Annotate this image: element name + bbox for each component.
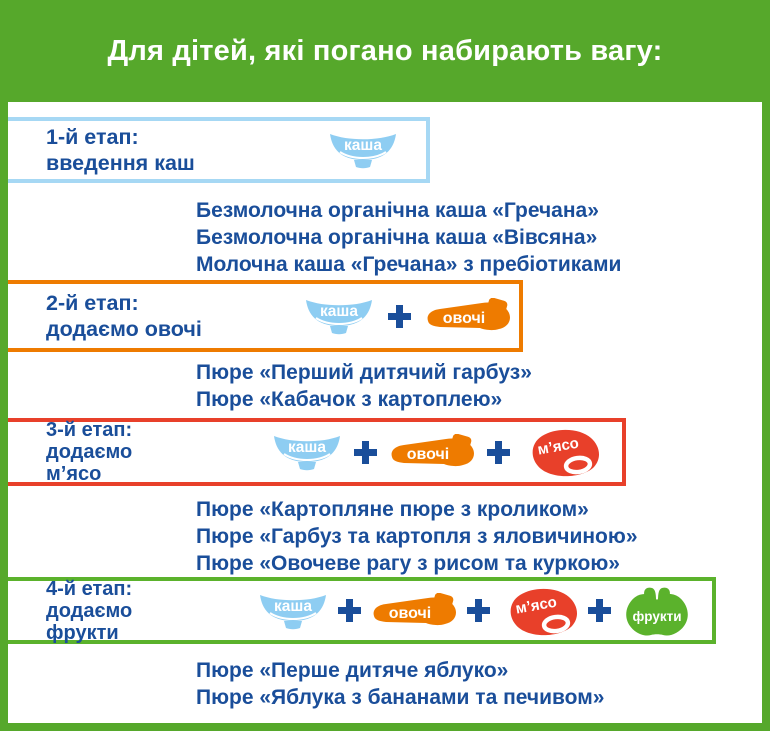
stage-4-label: 4-й етап: додаємо фрукти bbox=[46, 577, 133, 644]
stage-label-line: додаємо овочі bbox=[46, 317, 202, 341]
page-title: Для дітей, які погано набирають вагу: bbox=[107, 34, 663, 67]
icon-label: фрукти bbox=[632, 609, 681, 624]
content-panel: 1-й етап: введення каш каша Безмолочна о… bbox=[8, 102, 762, 723]
stage-2-label: 2-й етап: додаємо овочі bbox=[46, 284, 202, 348]
icon-label: каша bbox=[274, 598, 312, 615]
plus-icon bbox=[487, 440, 510, 464]
stage-1-box: 1-й етап: введення каш каша bbox=[8, 117, 430, 183]
stage-label-line: додаємо bbox=[46, 441, 133, 463]
stage-2-icons: каша овочі bbox=[304, 284, 511, 348]
stage-label-line: 4-й етап: bbox=[46, 577, 133, 600]
stage-label-line: м’ясо bbox=[46, 463, 102, 485]
kasha-bowl-icon: каша bbox=[305, 299, 373, 335]
stage-3-icons: каша овочі м’ясо bbox=[272, 422, 600, 482]
kasha-bowl-icon: каша bbox=[273, 435, 341, 471]
icon-label: овочі bbox=[389, 605, 432, 622]
product-item: Пюре «Овочеве рагу з рисом та куркою» bbox=[196, 552, 620, 575]
icon-label: каша bbox=[288, 439, 326, 456]
plus-icon bbox=[588, 599, 611, 622]
icon-label: каша bbox=[320, 303, 358, 320]
stage-4-icons: каша овочі м’ясо bbox=[258, 581, 693, 640]
product-item: Пюре «Яблука з бананами та печивом» bbox=[196, 686, 605, 709]
product-item: Молочна каша «Гречана» з пребіотиками bbox=[196, 253, 622, 276]
stage-1-products: Безмолочна органічна каша «Гречана» Безм… bbox=[196, 197, 621, 278]
stage-label-line: введення каш bbox=[46, 151, 195, 175]
fruit-apple-icon: фрукти bbox=[626, 587, 688, 636]
product-item: Пюре «Гарбуз та картопля з яловичиною» bbox=[196, 525, 638, 548]
stage-label-line: 3-й етап: bbox=[46, 419, 133, 441]
kasha-bowl-icon: каша bbox=[259, 593, 327, 630]
plus-icon bbox=[467, 599, 490, 622]
product-item: Безмолочна органічна каша «Вівсяна» bbox=[196, 226, 598, 249]
vegetables-carrot-icon: овочі bbox=[427, 298, 510, 331]
icon-label: м’ясо bbox=[536, 435, 580, 459]
stage-label-line: 1-й етап: bbox=[46, 125, 139, 149]
vegetables-carrot-icon: овочі bbox=[373, 592, 456, 625]
stage-2-products: Пюре «Перший дитячий гарбуз» Пюре «Кабач… bbox=[196, 359, 532, 413]
stage-label-line: додаємо bbox=[46, 599, 133, 622]
stage-4-box: 4-й етап: додаємо фрукти каша овочі bbox=[8, 577, 716, 644]
product-item: Безмолочна органічна каша «Гречана» bbox=[196, 199, 599, 222]
product-item: Пюре «Кабачок з картоплею» bbox=[196, 388, 503, 411]
icon-label: овочі bbox=[407, 446, 450, 463]
icon-label: овочі bbox=[443, 310, 486, 327]
kasha-bowl-icon: каша bbox=[329, 133, 397, 169]
product-item: Пюре «Перший дитячий гарбуз» bbox=[196, 361, 532, 384]
plus-icon bbox=[354, 440, 377, 464]
stage-3-label: 3-й етап: додаємо м’ясо bbox=[46, 419, 133, 485]
stage-4-products: Пюре «Перше дитяче яблуко» Пюре «Яблука … bbox=[196, 657, 604, 711]
product-item: Пюре «Картопляне пюре з кроликом» bbox=[196, 498, 589, 521]
stage-1-label: 1-й етап: введення каш bbox=[46, 121, 195, 179]
product-item: Пюре «Перше дитяче яблуко» bbox=[196, 659, 509, 682]
title-banner: Для дітей, які погано набирають вагу: bbox=[0, 0, 770, 102]
plus-icon bbox=[388, 304, 411, 328]
stage-3-box: 3-й етап: додаємо м’ясо каша овочі bbox=[8, 418, 626, 486]
plus-icon bbox=[338, 599, 361, 622]
stage-1-icons: каша bbox=[328, 121, 398, 179]
icon-label: м’ясо bbox=[514, 593, 558, 617]
stage-2-box: 2-й етап: додаємо овочі каша овочі bbox=[8, 280, 523, 352]
meat-icon: м’ясо bbox=[522, 427, 600, 477]
vegetables-carrot-icon: овочі bbox=[391, 434, 474, 467]
meat-icon: м’ясо bbox=[500, 586, 578, 636]
stage-label-line: фрукти bbox=[46, 621, 119, 644]
stage-label-line: 2-й етап: bbox=[46, 291, 139, 315]
icon-label: каша bbox=[344, 137, 382, 154]
stage-3-products: Пюре «Картопляне пюре з кроликом» Пюре «… bbox=[196, 496, 638, 577]
